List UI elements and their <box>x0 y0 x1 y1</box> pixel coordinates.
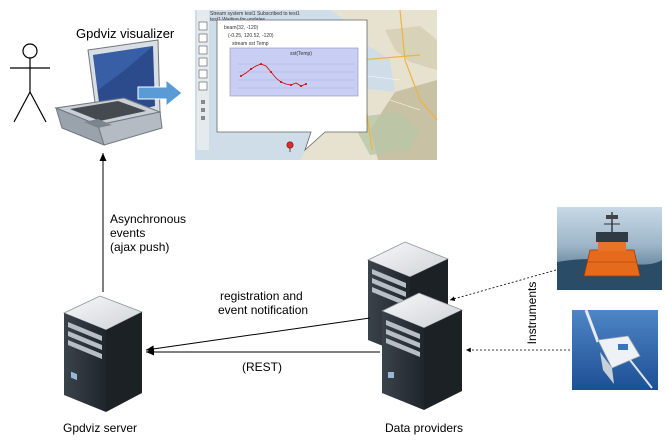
buoy-photo <box>557 207 662 290</box>
providers-label: Data providers <box>385 421 464 435</box>
status-line-1: Stream system test1 Subscribed to test1 <box>210 11 300 17</box>
sensor-photo <box>572 309 658 390</box>
server-label: Gpdviz server <box>63 421 138 435</box>
provider-server-front-icon <box>381 292 464 410</box>
plot-title: sst(Temp) <box>290 51 312 57</box>
instrument-arrow-buoy <box>449 269 557 302</box>
registration-label-2: event notification <box>218 303 309 317</box>
async-events-label-1: Asynchronous <box>110 212 187 226</box>
instruments-label: Instruments <box>525 281 539 345</box>
tree-item-2: (-0.25, 120.52, -120) <box>228 33 274 39</box>
tree-item-3: stream sst Temp <box>232 41 269 47</box>
visualizer-screenshot: Stream system test1 Subscribed to test1 … <box>195 9 438 160</box>
server-tower-icon <box>63 295 143 412</box>
map-marker-icon <box>286 141 294 152</box>
rest-label: (REST) <box>242 360 282 374</box>
stick-figure-icon <box>10 43 50 123</box>
async-events-label-3: (ajax push) <box>110 240 170 254</box>
laptop-icon <box>54 39 163 146</box>
registration-label-1: registration and <box>220 289 303 303</box>
visualizer-title: Gpdviz visualizer <box>76 26 175 41</box>
async-events-label-2: events <box>110 226 146 240</box>
registration-arrow <box>145 317 371 353</box>
display-arrow <box>137 78 183 108</box>
tree-item-1: beam(32, -120) <box>224 25 259 31</box>
